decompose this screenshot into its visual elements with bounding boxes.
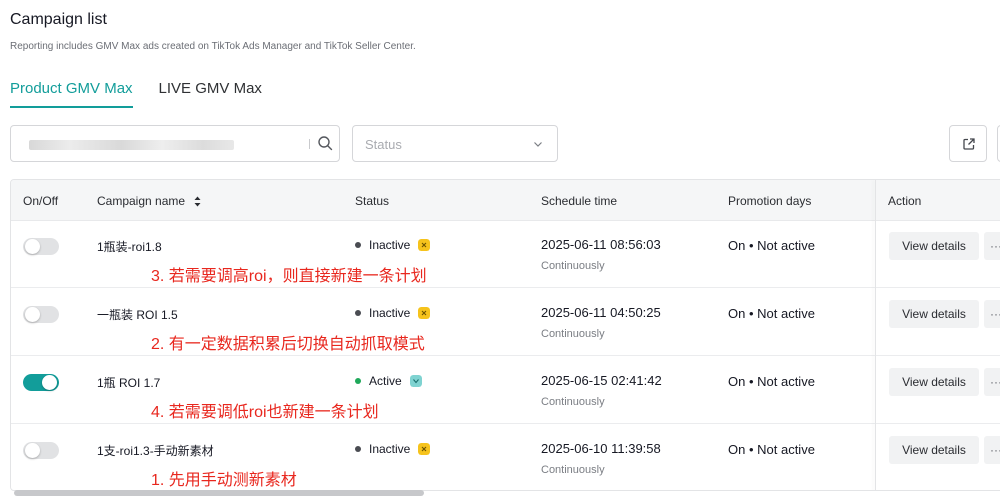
search-input[interactable] [21, 134, 291, 154]
search-box[interactable] [10, 125, 340, 162]
sort-icon[interactable] [194, 196, 201, 207]
campaign-toggle[interactable] [23, 374, 59, 391]
status-select[interactable]: Status [352, 125, 558, 162]
status-dot [355, 310, 361, 316]
status-dot [355, 378, 361, 384]
status-text: Inactive [369, 442, 411, 456]
campaign-name: 1瓶装-roi1.8 [97, 240, 162, 254]
tab-product-gmv-max[interactable]: Product GMV Max [10, 78, 133, 108]
table-header: On/Off Campaign name Status Schedule tim… [11, 180, 1000, 221]
search-icon[interactable] [317, 135, 333, 151]
page-subtitle: Reporting includes GMV Max ads created o… [10, 41, 416, 52]
campaign-toggle[interactable] [23, 238, 59, 255]
more-actions-button[interactable]: ··· [984, 300, 1000, 328]
view-details-button[interactable]: View details [889, 232, 979, 260]
toggle-knob [25, 443, 40, 458]
promotion-days: On • Not active [728, 374, 815, 389]
column-header-schedule-time: Schedule time [541, 194, 618, 208]
status-cell: Inactive [355, 442, 431, 456]
promotion-days: On • Not active [728, 238, 815, 253]
action-column-divider [875, 180, 876, 490]
status-text: Inactive [369, 238, 411, 252]
chevron-down-icon [534, 142, 542, 147]
search-separator [309, 139, 310, 149]
column-header-status: Status [355, 194, 390, 208]
promotion-days: On • Not active [728, 442, 815, 457]
table-row: 1支-roi1.3-手动新素材 Inactive 2025-06-10 11:3… [11, 425, 1000, 490]
schedule-subtext: Continuously [541, 396, 605, 408]
campaign-tabs: Product GMV Max LIVE GMV Max [10, 78, 288, 108]
export-button[interactable] [949, 125, 987, 162]
view-details-button[interactable]: View details [889, 368, 979, 396]
toggle-knob [42, 375, 57, 390]
column-header-promotion-days: Promotion days [728, 194, 812, 208]
toggle-knob [25, 239, 40, 254]
schedule-time: 2025-06-15 02:41:42 [541, 373, 662, 388]
page-title: Campaign list [10, 11, 107, 28]
active-badge-icon [409, 375, 422, 387]
campaign-name: 1支-roi1.3-手动新素材 [97, 444, 214, 458]
more-actions-button[interactable]: ··· [984, 232, 1000, 260]
warning-badge-icon [418, 239, 431, 251]
status-cell: Inactive [355, 306, 431, 320]
schedule-time: 2025-06-10 11:39:58 [541, 441, 661, 456]
column-header-onoff: On/Off [23, 194, 59, 208]
column-header-action: Action [888, 194, 922, 208]
table-row: 1瓶 ROI 1.7 Active 2025-06-15 02:41:42 Co… [11, 357, 1000, 424]
annotation-text: 4. 若需要调低roi也新建一条计划 [151, 404, 379, 421]
more-actions-button[interactable]: ··· [984, 368, 1000, 396]
status-dot [355, 446, 361, 452]
campaign-name: 一瓶装 ROI 1.5 [97, 308, 178, 322]
annotation-text: 1. 先用手动测新素材 [151, 472, 297, 489]
status-cell: Active [355, 374, 422, 388]
schedule-subtext: Continuously [541, 464, 605, 476]
campaign-toggle[interactable] [23, 442, 59, 459]
tab-live-gmv-max[interactable]: LIVE GMV Max [158, 80, 262, 97]
toggle-knob [25, 307, 40, 322]
view-details-button[interactable]: View details [889, 300, 979, 328]
promotion-days: On • Not active [728, 306, 815, 321]
schedule-subtext: Continuously [541, 260, 605, 272]
schedule-subtext: Continuously [541, 328, 605, 340]
export-icon [963, 138, 975, 150]
view-details-button[interactable]: View details [889, 436, 979, 464]
status-text: Inactive [369, 306, 411, 320]
campaign-name: 1瓶 ROI 1.7 [97, 376, 161, 390]
warning-badge-icon [418, 443, 431, 455]
status-text: Active [369, 374, 402, 388]
schedule-time: 2025-06-11 04:50:25 [541, 305, 661, 320]
horizontal-scrollbar[interactable] [14, 490, 424, 496]
schedule-time: 2025-06-11 08:56:03 [541, 237, 661, 252]
status-select-placeholder: Status [365, 137, 402, 152]
annotation-text: 2. 有一定数据积累后切换自动抓取模式 [151, 336, 425, 353]
campaign-toggle[interactable] [23, 306, 59, 323]
column-header-campaign-name-label: Campaign name [97, 194, 186, 208]
table-row: 一瓶装 ROI 1.5 Inactive 2025-06-11 04:50:25… [11, 289, 1000, 356]
annotation-text: 3. 若需要调高roi，则直接新建一条计划 [151, 268, 427, 285]
more-actions-button[interactable]: ··· [984, 436, 1000, 464]
status-dot [355, 242, 361, 248]
settings-button[interactable] [997, 125, 1000, 162]
table-row: 1瓶装-roi1.8 Inactive 2025-06-11 08:56:03 … [11, 221, 1000, 288]
column-header-campaign-name[interactable]: Campaign name [97, 194, 201, 208]
warning-badge-icon [418, 307, 431, 319]
campaign-table: On/Off Campaign name Status Schedule tim… [10, 179, 1000, 491]
status-cell: Inactive [355, 238, 431, 252]
